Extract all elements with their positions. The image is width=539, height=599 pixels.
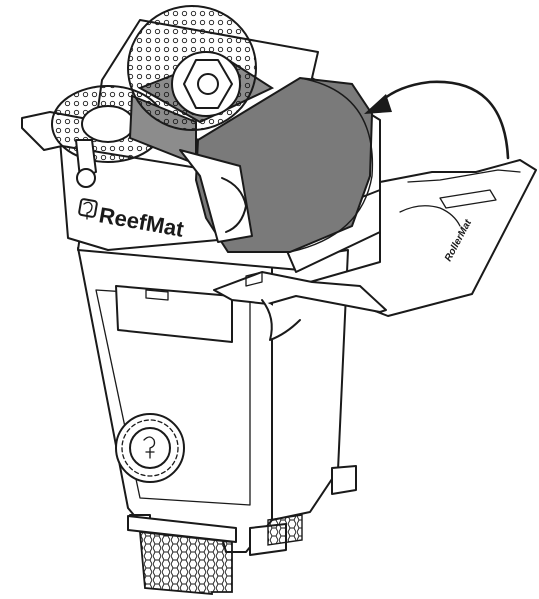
open-tray-lid: RollerMat (281, 159, 537, 317)
left-bracket (75, 139, 253, 243)
tray-latch-arm (213, 271, 387, 341)
adjustment-knob (115, 413, 185, 483)
hex-mesh-intake (127, 514, 303, 595)
curved-arrow-icon (364, 80, 510, 160)
right-spool (127, 5, 257, 131)
reefmat-knob-icon (143, 436, 156, 459)
front-handle-slot (115, 285, 233, 343)
reefmat-logo-icon (78, 198, 98, 220)
